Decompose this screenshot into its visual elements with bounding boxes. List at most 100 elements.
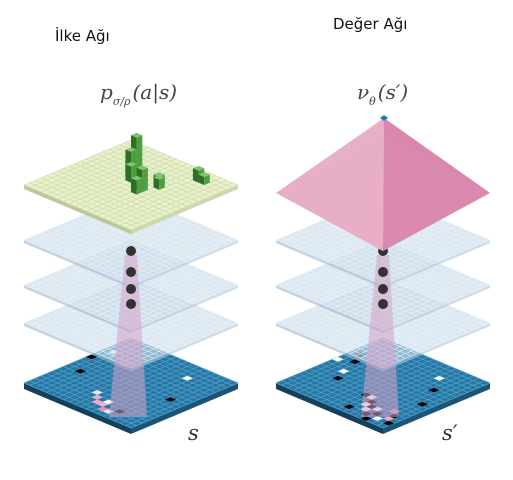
policy-probability-bar-top [192,165,205,171]
policy-board-stone [97,406,109,412]
value-board-stone [428,387,440,393]
policy-board-stone [97,401,109,407]
policy-hidden-layer-right-edge [131,285,238,333]
value-input-board-grid-line [382,382,491,429]
policy-output-grid-line [102,172,210,219]
policy-input-state-label: s [188,421,199,445]
policy-hidden-layer-grid-line [97,308,205,355]
value-hidden-layer-grid-line [382,322,491,369]
value-hidden-layer-grid-line [304,227,412,274]
policy-probability-bar-top [125,147,137,152]
policy-output-layer-right-edge [131,185,238,234]
policy-input-board-grid-line [29,380,137,426]
value-formula: νθ (s′) [357,80,408,108]
policy-hidden-layer-grid-line [68,220,177,267]
policy-hidden-layer-grid-line [57,308,165,355]
policy-output-grid-line [113,177,222,224]
policy-hidden-layer-grid-line [80,218,188,264]
policy-output-grid-line [74,163,182,209]
policy-ellipsis-dot [126,267,136,277]
policy-output-grid-line [57,170,165,217]
policy-input-board-left-edge [24,383,131,434]
policy-formula-args: (a|s) [132,80,178,104]
policy-output-grid-line [68,158,177,205]
policy-output-grid-line [29,142,137,188]
policy-input-board-grid-line [91,354,199,400]
value-hidden-layer-grid-line [382,284,491,331]
value-hidden-layer-right-edge [383,285,490,333]
value-input-state-label: s′ [442,421,458,445]
policy-ellipsis-dot [126,246,136,256]
policy-output-grid-line [97,170,205,217]
policy-hidden-layer-right-edge [131,323,238,371]
policy-hidden-layer-grid-line [23,322,132,369]
policy-output-grid-line [68,165,177,212]
policy-probability-bar-top [131,175,143,181]
value-board-stone [383,416,395,421]
policy-hidden-layer-grid-line [130,322,239,369]
policy-formula-main: p [100,80,113,104]
policy-hidden-layer-grid-line [29,237,137,283]
value-input-board-grid-line [275,382,384,429]
policy-ellipsis-dot [126,299,136,309]
value-hidden-layer-grid-line [337,265,446,312]
value-hidden-layer-grid-line [315,306,423,352]
policy-probability-bar-top [153,172,165,177]
policy-hidden-layer-grid-line [63,306,171,352]
policy-output-grid-line [23,184,132,231]
policy-ellipsis-dot [126,284,136,294]
value-hidden-layer-right-edge [383,323,490,371]
policy-board-stone [181,375,193,381]
policy-output-grid-line [108,175,216,221]
value-hidden-layer-grid-line [275,284,384,331]
policy-hidden-layer-grid-line [91,268,199,314]
policy-probability-bar-side [159,177,165,190]
value-input-board-grid-line [377,380,485,426]
policy-hidden-layer-grid-line [97,270,205,317]
policy-input-board-grid-line [125,380,233,426]
value-hidden-layer-grid-line [343,306,451,352]
policy-output-grid-line [40,177,149,224]
value-hidden-layer-grid-line [315,268,423,314]
value-hidden-layer-grid-line [275,322,384,369]
policy-probability-bar-side [204,174,210,185]
value-hidden-layer-grid-line [343,223,451,269]
policy-hidden-layer-grid-line [85,220,194,267]
value-board-stone [349,359,361,365]
value-board-stone [332,356,344,362]
policy-hidden-layer-grid-line [57,225,165,272]
policy-board-stone [91,390,103,395]
value-hidden-layer-grid-line [309,270,417,317]
policy-output-grid-line [119,179,227,226]
value-hidden-layer-left-edge [276,240,383,288]
value-board-stone [433,375,445,381]
policy-hidden-layer-grid-line [74,218,182,264]
policy-network-title: İlke Ağı [55,27,110,45]
policy-input-board-grid-line [23,382,132,429]
policy-hidden-layer-grid-line [80,216,188,262]
policy-probability-bar-side [153,177,160,190]
value-hidden-layer-grid-line [309,308,417,355]
policy-probability-bar-top [153,175,165,180]
value-formula-subscript: θ [369,95,376,108]
policy-formula: pσ/ρ (a|s) [100,80,177,108]
policy-hidden-layer-left-edge [24,240,131,288]
value-board-stone [371,416,383,421]
value-ellipsis-dot [378,299,388,309]
policy-output-grid-line [57,153,165,200]
policy-hidden-layer-grid-line [74,216,182,262]
value-pyramid-face [276,118,384,251]
value-hidden-layer-grid-line [382,239,491,286]
policy-probability-bar-side [192,168,199,183]
policy-probability-bar [131,175,143,195]
value-hidden-layer-grid-line [377,282,485,328]
value-hidden-layer-grid-line [349,308,457,355]
policy-output-grid-line [130,184,239,231]
policy-board-stone [164,397,177,402]
value-input-board-grid [275,337,491,429]
value-board-stone [332,375,344,381]
value-formula-main: ν [357,80,370,104]
value-focus-beam [361,255,399,417]
policy-input-board-grid-line [57,368,165,415]
